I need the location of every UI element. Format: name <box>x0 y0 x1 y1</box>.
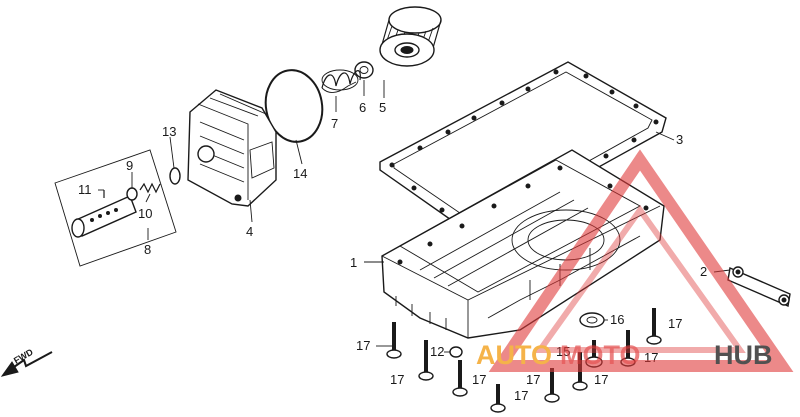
watermark-logo: AUTO MOTO HUB <box>476 149 794 372</box>
watermark-text-auto: AUTO <box>476 340 552 370</box>
callout-4: 4 <box>246 224 253 239</box>
callout-10: 10 <box>138 206 152 221</box>
callout-17-e: 17 <box>472 372 486 387</box>
callout-9: 9 <box>126 158 133 173</box>
bolt <box>452 360 468 397</box>
callout-11: 11 <box>78 182 92 197</box>
bolt <box>646 308 662 345</box>
filter-cover-part <box>187 89 277 207</box>
callout-7: 7 <box>331 116 338 131</box>
bolt <box>544 368 560 403</box>
callout-16: 16 <box>610 312 624 327</box>
callout-17-b: 17 <box>356 338 370 353</box>
relief-valve-box <box>54 149 177 267</box>
callout-17-d: 17 <box>390 372 404 387</box>
callout-13: 13 <box>162 124 176 139</box>
bracket-2-part <box>727 266 791 307</box>
callout-8: 8 <box>144 242 151 257</box>
oil-filter-part <box>379 6 442 67</box>
bolt <box>386 322 402 359</box>
callout-2: 2 <box>700 264 707 279</box>
callout-3: 3 <box>676 132 683 147</box>
o-ring-13-part <box>169 167 181 185</box>
fwd-arrow-icon <box>0 351 53 377</box>
callout-5: 5 <box>379 100 386 115</box>
watermark-text-hub: HUB <box>714 340 773 370</box>
washer-12-part <box>449 346 463 358</box>
callout-1: 1 <box>350 255 357 270</box>
callout-14: 14 <box>293 166 307 181</box>
watermark-text-moto: MOTO <box>560 340 641 370</box>
o-ring-14-part <box>264 69 324 143</box>
spring-7-part <box>321 69 361 93</box>
callout-12: 12 <box>430 344 444 359</box>
callout-17-f: 17 <box>526 372 540 387</box>
bolt <box>490 384 506 413</box>
washer-16-part <box>579 312 605 328</box>
callout-labels: 5 6 7 14 4 13 9 10 11 8 3 1 2 16 17 17 1… <box>78 100 707 403</box>
callout-17-a: 17 <box>668 316 682 331</box>
watermark-triangle-icon <box>488 149 794 372</box>
bolt <box>418 340 434 381</box>
callout-6: 6 <box>359 100 366 115</box>
callout-15: 15 <box>556 344 570 359</box>
callout-17-h: 17 <box>514 388 528 403</box>
callout-17-g: 17 <box>594 372 608 387</box>
bolts-17-group <box>386 308 662 413</box>
washer-6-part <box>354 61 374 79</box>
